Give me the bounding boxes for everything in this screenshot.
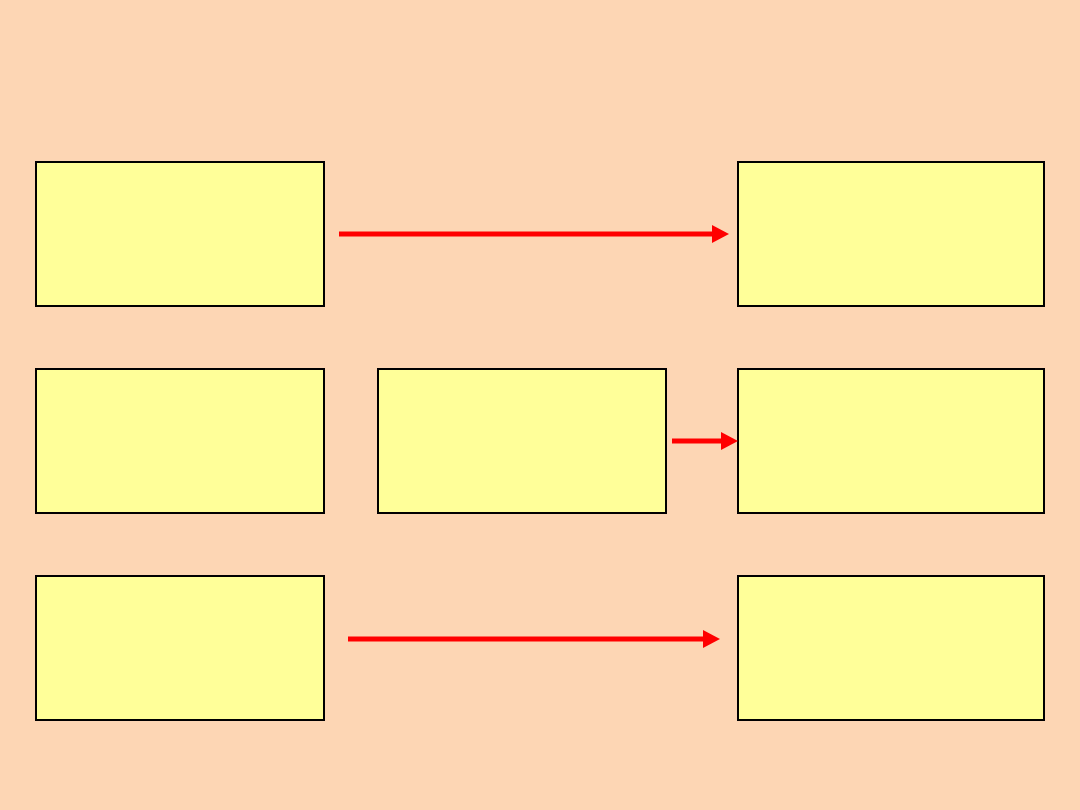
box-row2-middle — [377, 368, 667, 514]
arrow-row3 — [348, 630, 720, 648]
box-row1-left — [35, 161, 325, 307]
box-row2-right — [737, 368, 1045, 514]
box-label — [172, 226, 188, 242]
box-label — [883, 433, 899, 449]
arrow-row1 — [339, 225, 729, 243]
box-row3-left — [35, 575, 325, 721]
box-row2-left — [35, 368, 325, 514]
box-row3-right — [737, 575, 1045, 721]
arrow-row2 — [672, 432, 738, 450]
box-label — [172, 640, 188, 656]
box-label — [172, 433, 188, 449]
box-label — [514, 433, 530, 449]
box-label — [883, 640, 899, 656]
box-row1-right — [737, 161, 1045, 307]
box-label — [883, 226, 899, 242]
